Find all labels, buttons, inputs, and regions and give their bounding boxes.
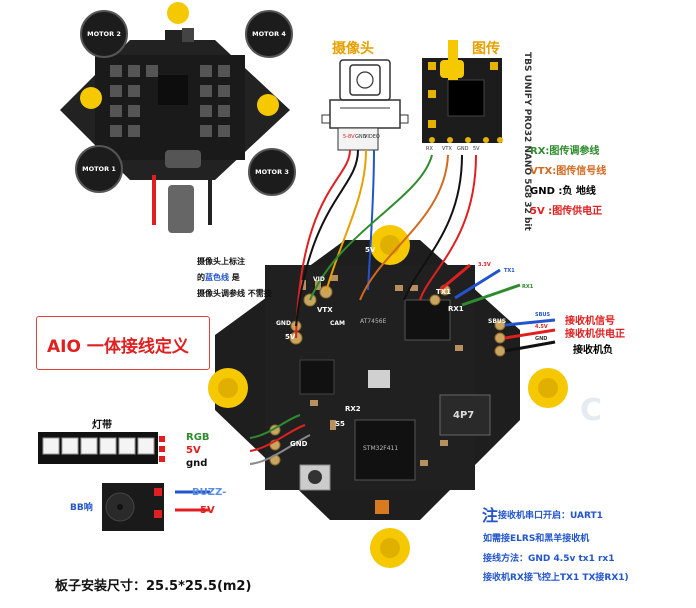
vtx-pin-5v: 5V (473, 146, 480, 152)
fc-pad-gnd-bottom: GND (290, 440, 308, 448)
fc-pad-s5: S5 (335, 420, 345, 428)
fc-pad-5v-top: 5V (365, 246, 376, 254)
fc-pad-sbus: SBUS (488, 318, 507, 325)
buzzer-label-buzz: BUZZ- (192, 487, 227, 498)
buzzer-title: BB响 (70, 503, 93, 513)
vtx-legend-vtx: VTX:图传信号线 (530, 162, 606, 177)
led-strip-title: 灯带 (92, 420, 112, 431)
fc-pad-vtx: VTX (317, 306, 333, 314)
led-strip (38, 432, 165, 464)
vtx-legend-5v-text: 图传供电正 (552, 206, 603, 217)
vtx-legend-vtx-key: VTX: (530, 166, 557, 177)
receiver-gnd-label: 接收机负 (573, 345, 613, 356)
vtx-legend-gnd-text: 负 地线 (562, 186, 596, 197)
svg-text:C: C (580, 393, 602, 428)
receiver-arrows (504, 318, 556, 353)
camera-note-blue: 蓝色线 (205, 273, 229, 282)
vtx-pin-rx: RX (426, 146, 433, 152)
camera-note-prefix: 的 (197, 273, 205, 282)
camera-wire-gnd: GND (355, 134, 367, 140)
svg-text:+: + (505, 509, 520, 530)
motor-4-label: MOTOR 4 (245, 10, 293, 58)
camera-note-line1: 摄像头上标注 (197, 257, 245, 266)
camera-wire-5v: 5-8V (343, 134, 355, 140)
motor-2-label: MOTOR 2 (80, 10, 128, 58)
vtx-legend-5v: 5V :图传供电正 (530, 202, 602, 217)
led-wires (249, 414, 311, 465)
vtx-legend-vtx-text: 图传信号线 (556, 166, 607, 177)
uart-wire-3v3: 3.3V (478, 262, 491, 268)
vtx-pin-vtx: VTX (442, 146, 452, 152)
vtx-legend-rx: RX:图传调参线 (530, 142, 599, 157)
mosfet-marking: 4P7 (453, 410, 475, 421)
led-label-gnd: gnd (186, 458, 208, 469)
notes-line2: 如需接ELRS和黑羊接收机 (483, 534, 590, 544)
vtx-legend-gnd: GND :负 地线 (530, 182, 596, 197)
chip-main-marking: STM32F411 (363, 445, 399, 452)
camera-title: 摄像头 (332, 41, 374, 57)
notes-title-char: 注 (482, 506, 499, 525)
title-box (36, 316, 210, 370)
fc-pad-rx2: RX2 (345, 405, 361, 413)
receiver-wire-45v: 4.5V (535, 324, 548, 330)
receiver-signal-label: 接收机信号 (565, 316, 615, 327)
fc-pad-tx1: TX1 (436, 288, 452, 296)
vtx-pin-gnd: GND (457, 146, 469, 152)
uart-wire-tx1: TX1 (504, 268, 515, 274)
camera-wires (295, 149, 375, 339)
vtx-legend-gnd-key: GND : (530, 186, 563, 197)
fc-pad-gnd-camera: GND (276, 320, 291, 327)
vtx-title: 图传 (472, 41, 500, 57)
fc-pad-rx1: RX1 (448, 305, 464, 313)
notes-line1: 接收机串口开启：UART1 (498, 511, 603, 521)
receiver-wire-sbus: SBUS (535, 312, 551, 318)
camera-note-line2: 的蓝色线 是 (197, 272, 240, 283)
motor-1-label: MOTOR 1 (75, 145, 123, 193)
camera-note-line3: 摄像头调参线 不需接 (197, 289, 272, 298)
vtx-legend-rx-key: RX: (530, 146, 550, 157)
receiver-wire-gnd: GND (535, 336, 548, 342)
title-box-text: AIO 一体接线定义 (47, 337, 189, 357)
fc-pad-cam: CAM (330, 320, 346, 327)
camera-note-suffix: 是 (229, 273, 240, 282)
vtx-legend-5v-key: 5V : (530, 206, 553, 217)
uart-wire-rx1: RX1 (522, 284, 534, 290)
uart-arrows (439, 263, 521, 307)
buzzer (102, 483, 210, 531)
motor-3-label: MOTOR 3 (248, 148, 296, 196)
led-label-rgb: RGB (186, 432, 210, 443)
vtx-model: TBS UNIFY PRO32 NANO 5G8 32 bit (522, 52, 532, 231)
esc-board (60, 2, 290, 233)
notes-line3: 接线方法：GND 4.5v tx1 rx1 (483, 554, 615, 564)
chip-osd-marking: AT7456E (360, 318, 387, 325)
vtx-legend-rx-text: 图传调参线 (549, 146, 600, 157)
camera-drawing (321, 59, 409, 151)
fc-pad-vid: VID (313, 276, 325, 283)
vtx-wires (309, 154, 477, 301)
flight-controller-board: C - + (208, 225, 602, 568)
camera-wire-video: VIDEO (364, 134, 380, 140)
svg-text:-: - (275, 509, 282, 530)
buzzer-label-5v: 5V (200, 505, 215, 516)
fc-pad-5v-camera: 5V (285, 333, 296, 341)
receiver-power-label: 接收机供电正 (565, 329, 625, 340)
board-size: 板子安装尺寸：25.5*25.5(m2) (55, 579, 252, 594)
led-label-5v: 5V (186, 445, 201, 456)
vtx-module (422, 40, 503, 143)
notes-line4: 接收机RX接飞控上TX1 TX接RX1) (483, 573, 629, 583)
